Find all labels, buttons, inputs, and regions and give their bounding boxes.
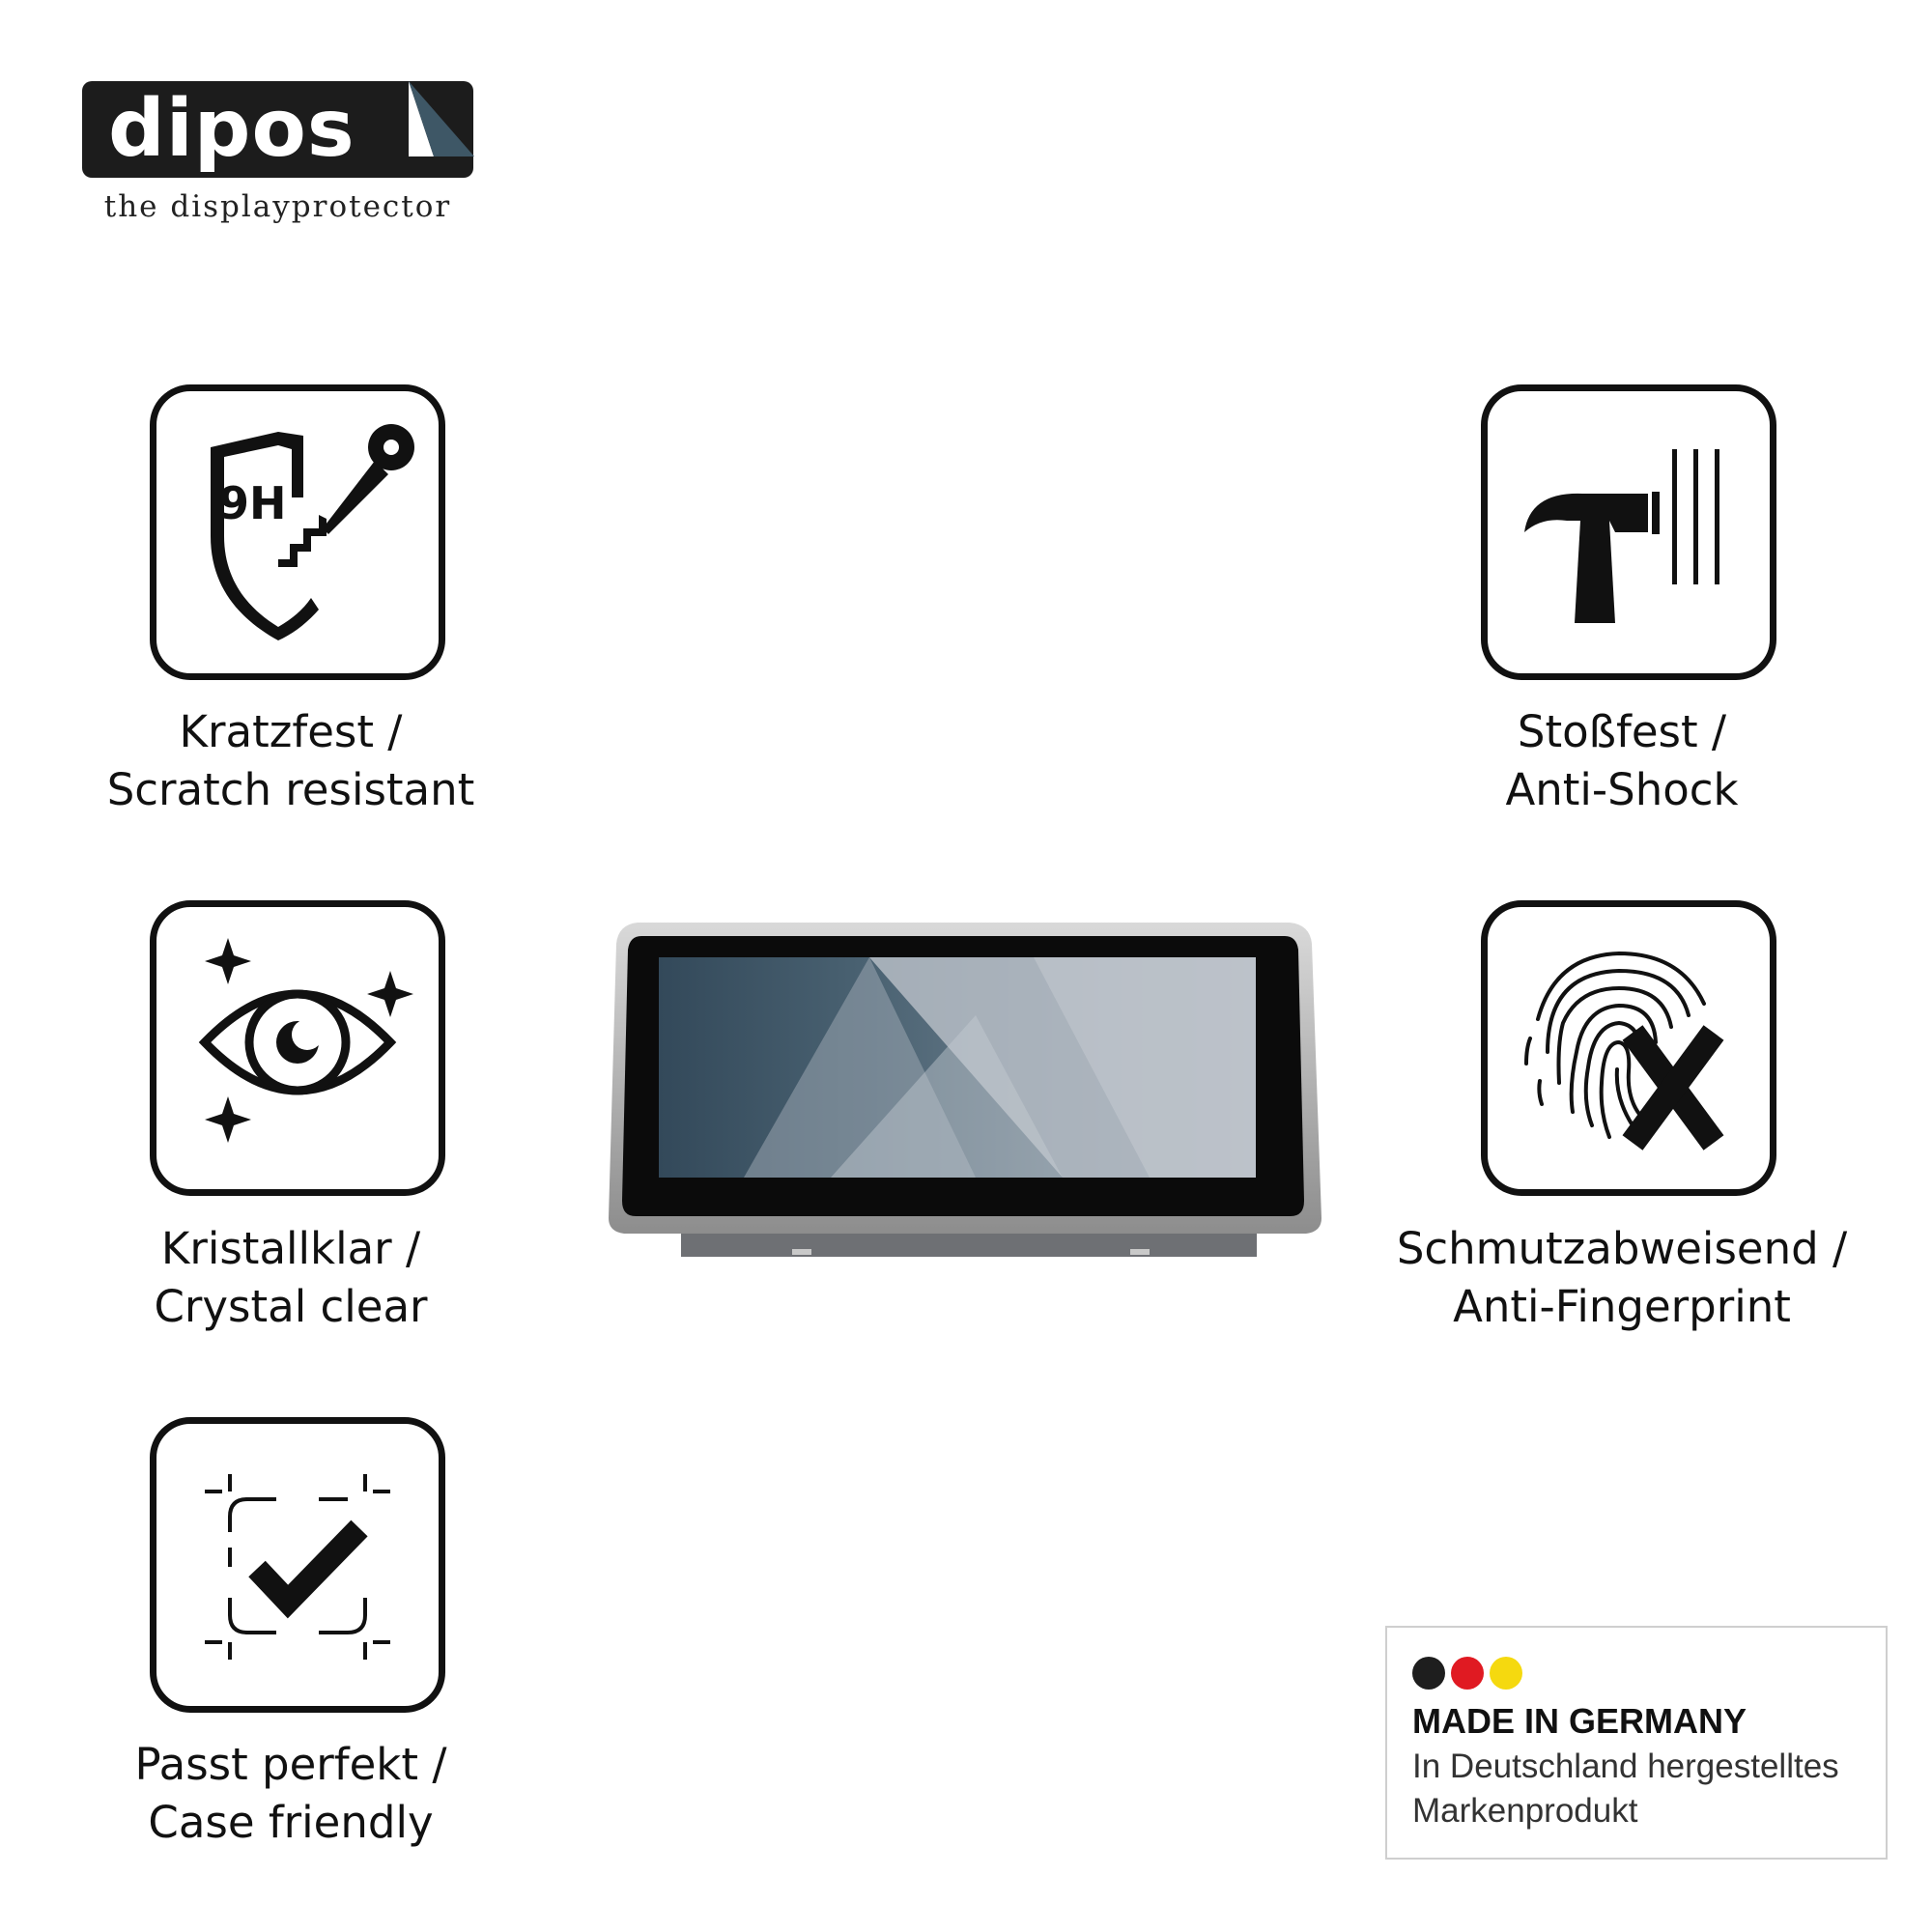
crystal-clear-tile bbox=[150, 900, 445, 1196]
feature-label-de: Kratzfest / bbox=[179, 706, 403, 757]
checkmark-frame-icon bbox=[205, 1474, 390, 1660]
car-display-screen bbox=[609, 923, 1321, 1257]
badge-subtitle-line2: Markenprodukt bbox=[1412, 1792, 1638, 1830]
shield-9h-key-icon: 9H bbox=[211, 424, 414, 640]
flag-dot-red bbox=[1451, 1657, 1484, 1690]
feature-label-de: Passt perfekt / bbox=[134, 1739, 447, 1790]
case-friendly-tile bbox=[150, 1417, 445, 1713]
hammer-glass-icon bbox=[1524, 449, 1719, 623]
anti-shock-tile bbox=[1481, 384, 1776, 680]
scratch-resistant-tile: 9H bbox=[150, 384, 445, 680]
feature-label-de: Kristallklar / bbox=[160, 1223, 421, 1274]
logo-corner-icon bbox=[409, 81, 474, 156]
feature-label-en: Case friendly bbox=[148, 1797, 434, 1848]
scratch-resistant-caption: Kratzfest / Scratch resistant bbox=[40, 703, 542, 819]
logo-box bbox=[82, 81, 473, 178]
feature-label-en: Anti-Shock bbox=[1505, 764, 1739, 815]
badge-title: MADE IN GERMANY bbox=[1412, 1701, 1747, 1741]
feature-label-de: Schmutzabweisend / bbox=[1396, 1223, 1848, 1274]
feature-label-en: Anti-Fingerprint bbox=[1453, 1281, 1791, 1332]
anti-shock-caption: Stoßfest / Anti-Shock bbox=[1371, 703, 1873, 819]
anti-fingerprint-caption: Schmutzabweisend / Anti-Fingerprint bbox=[1351, 1220, 1892, 1336]
feature-label-en: Scratch resistant bbox=[106, 764, 475, 815]
flag-dot-black bbox=[1412, 1657, 1445, 1690]
eye-sparkle-icon bbox=[198, 938, 413, 1143]
crystal-clear-caption: Kristallklar / Crystal clear bbox=[40, 1220, 542, 1336]
case-friendly-caption: Passt perfekt / Case friendly bbox=[40, 1736, 542, 1852]
made-in-germany-badge: MADE IN GERMANY In Deutschland hergestel… bbox=[1385, 1626, 1888, 1860]
feature-label-en: Crystal clear bbox=[154, 1281, 428, 1332]
badge-subtitle-line1: In Deutschland hergestelltes bbox=[1412, 1747, 1839, 1785]
logo-wordmark: dipos bbox=[108, 83, 355, 175]
flag-dot-yellow bbox=[1490, 1657, 1522, 1690]
logo-tagline: the displayprotector bbox=[103, 189, 452, 224]
anti-fingerprint-tile bbox=[1481, 900, 1776, 1196]
feature-label-de: Stoßfest / bbox=[1517, 706, 1727, 757]
fingerprint-x-icon bbox=[1524, 951, 1724, 1151]
shield-badge-text: 9H bbox=[218, 477, 287, 529]
